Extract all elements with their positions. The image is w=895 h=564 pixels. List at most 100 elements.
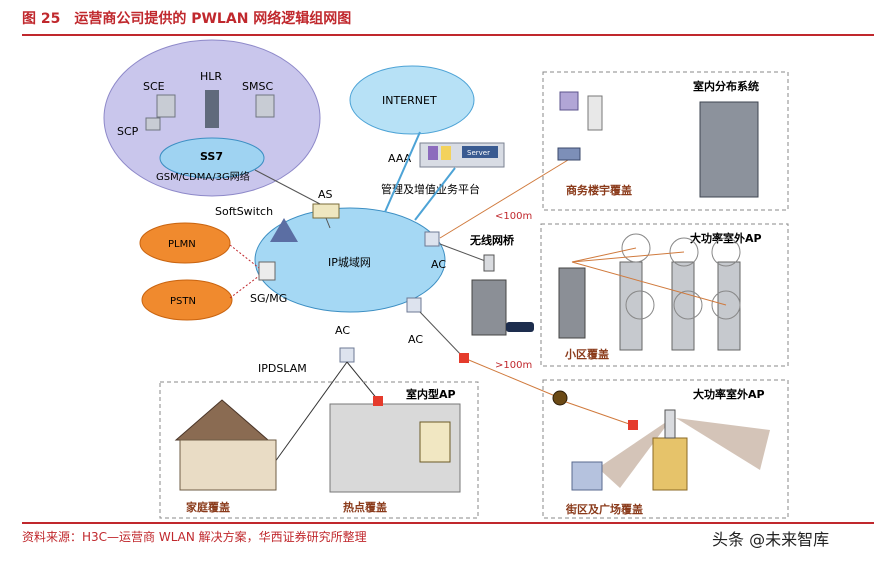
ss7-cloud <box>159 137 265 179</box>
indoor-device-icon <box>559 91 579 111</box>
commercial-label: 商务楼宇覆盖 <box>566 183 632 197</box>
aaa-label: AAA <box>388 152 412 165</box>
server-box-icon <box>462 146 498 158</box>
ac-right-label: AC <box>431 258 446 271</box>
house-roof-icon <box>174 399 270 441</box>
ac-to-commercial-link <box>439 159 569 239</box>
internet-to-ip-link <box>384 131 421 213</box>
plmn-cloud <box>139 222 231 264</box>
ipdslam-device-icon <box>339 347 355 363</box>
internet-label: INTERNET <box>382 94 437 107</box>
softswitch-icon <box>270 218 298 242</box>
commercial-box <box>542 71 789 211</box>
office-tower-icon <box>699 101 759 198</box>
signal-ring-1 <box>621 233 651 263</box>
signal-ring-3 <box>711 237 741 267</box>
residential-tower-icon <box>558 267 586 339</box>
relay-node-icon <box>459 353 469 363</box>
smsc-server-icon <box>255 94 275 118</box>
ss7-label: SS7 <box>200 150 223 163</box>
signal-ring-5 <box>673 290 703 320</box>
residential-block-2-icon <box>671 261 695 351</box>
indoor-box <box>159 381 479 519</box>
indoor-ap-label: 室内型AP <box>406 387 456 401</box>
street-feed-link <box>565 401 633 426</box>
bottom-rule <box>22 522 874 524</box>
hotspot-ap-icon <box>373 396 383 406</box>
splitter-icon <box>587 95 603 131</box>
car-icon <box>506 322 534 332</box>
street-label: 街区及广场覆盖 <box>565 502 643 516</box>
ip-network-label: IP城域网 <box>328 256 371 269</box>
ip-metro-cloud <box>254 207 446 313</box>
scp-server-icon <box>145 117 161 131</box>
pstn-label: PSTN <box>170 296 196 307</box>
signal-ring-6 <box>711 290 741 320</box>
commercial-ap-icon <box>557 147 581 161</box>
beam-1 <box>571 247 637 263</box>
street-antenna-icon <box>664 409 676 439</box>
softswitch-label: SoftSwitch <box>215 205 273 218</box>
server-label: Server <box>467 149 490 157</box>
hotspot-label: 热点覆盖 <box>343 500 387 514</box>
internet-cloud <box>349 65 475 135</box>
lightning-arrester-icon <box>552 390 568 406</box>
pstn-cloud <box>141 279 233 321</box>
beam-2 <box>571 251 685 263</box>
high-power-2-label: 大功率室外AP <box>693 387 765 401</box>
aaa-server-icon <box>428 146 438 160</box>
sce-server-icon <box>156 94 176 118</box>
beam-3 <box>571 261 727 306</box>
residential-block-3-icon <box>717 261 741 351</box>
core-to-as-link <box>254 169 321 205</box>
figure-number: 图 25 <box>22 11 61 27</box>
indoor-dist-label: 室内分布系统 <box>693 79 759 93</box>
distance-short-label: <100m <box>495 211 532 222</box>
ipdslam-label: IPDSLAM <box>258 362 307 375</box>
ac-bottom-label: AC <box>408 333 423 346</box>
plmn-label: PLMN <box>168 239 196 250</box>
street-building-icon <box>652 437 688 491</box>
aaa-storage-icon <box>441 146 451 160</box>
gsm-network-label: GSM/CDMA/3G网络 <box>156 170 250 183</box>
hlr-server-icon <box>205 90 219 128</box>
street-beam-right <box>676 418 770 470</box>
sgmg-label: SG/MG <box>250 292 287 305</box>
aaa-to-ip-link <box>414 167 456 221</box>
as-label: AS <box>318 188 333 201</box>
watermark: 头条 @未来智库 <box>712 530 830 549</box>
bridge-label: 无线网桥 <box>469 233 515 247</box>
dslam-to-hotspot-link <box>346 361 379 401</box>
platform-label: 管理及增值业务平台 <box>381 182 480 196</box>
as-to-ip-link <box>325 217 331 229</box>
street-beam-left <box>598 418 672 488</box>
hlr-label: HLR <box>200 70 222 83</box>
home-label: 家庭覆盖 <box>186 500 230 514</box>
ac-left-label: AC <box>335 324 350 337</box>
bridge-antenna-icon <box>483 254 495 272</box>
plmn-link <box>229 244 260 269</box>
sce-label: SCE <box>143 80 165 93</box>
distance-long-label: >100m <box>495 360 532 371</box>
dslam-to-home-link <box>271 361 348 467</box>
residential-block-1-icon <box>619 261 643 351</box>
ac-to-bridge-link <box>439 243 489 263</box>
residential-label: 小区覆盖 <box>564 347 609 361</box>
ac-bottom-icon <box>406 297 422 313</box>
street-houses-icon <box>571 461 603 491</box>
ac-to-relay-link <box>419 311 465 359</box>
house-icon <box>179 439 277 491</box>
bridge-building-icon <box>471 279 507 336</box>
presenter-icon <box>419 421 451 463</box>
ac-right-icon <box>424 231 440 247</box>
street-box <box>542 379 789 519</box>
street-relay-icon <box>628 420 638 430</box>
source-note: 资料来源：H3C—运营商 WLAN 解决方案，华西证券研究所整理 <box>22 530 367 544</box>
sgmg-device-icon <box>258 261 276 281</box>
as-device-icon <box>312 203 340 219</box>
signal-ring-2 <box>669 237 699 267</box>
scp-label: SCP <box>117 125 139 138</box>
residential-box <box>540 223 789 367</box>
